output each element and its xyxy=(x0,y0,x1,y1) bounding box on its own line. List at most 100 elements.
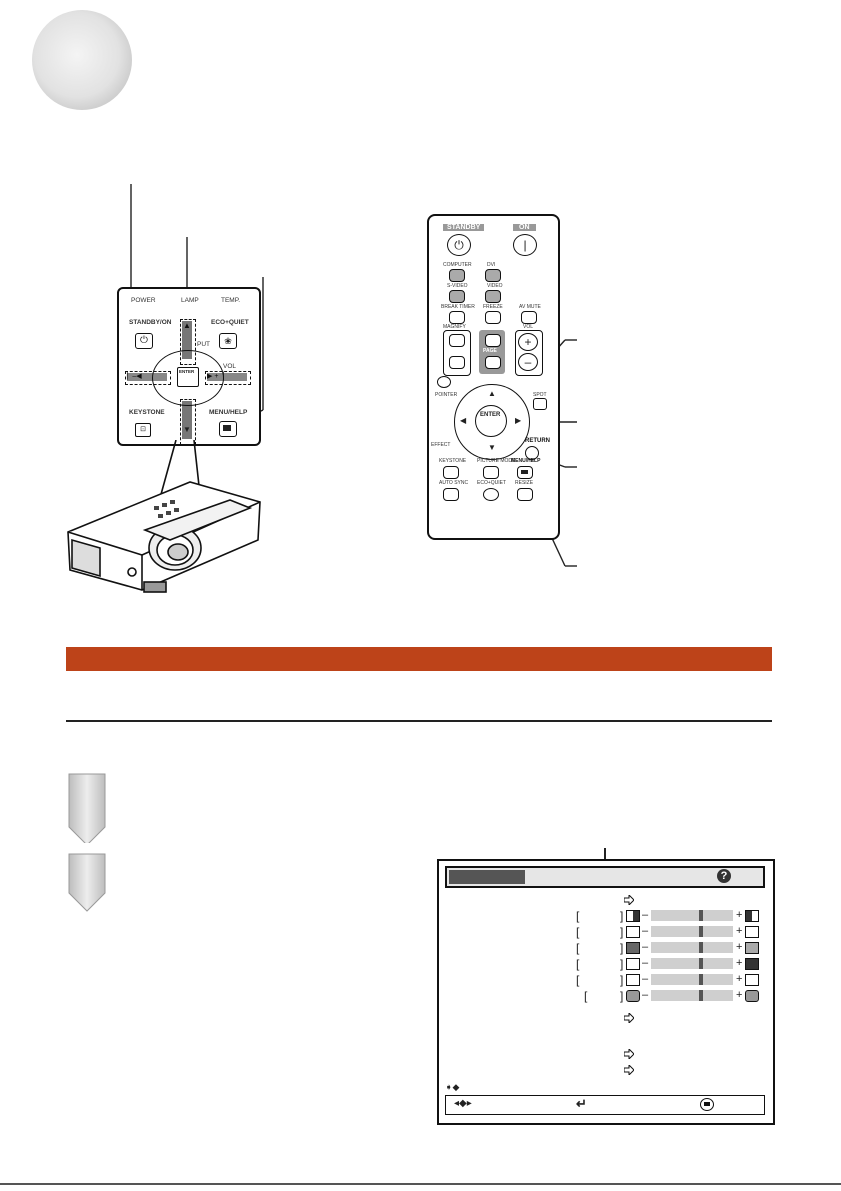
menu-help-button[interactable] xyxy=(219,421,237,437)
remote-svideo-label: S-VIDEO xyxy=(447,283,468,289)
contrast-high-icon xyxy=(745,910,759,922)
remote-menu-icon xyxy=(521,470,528,474)
slider-knob[interactable] xyxy=(699,910,704,921)
step-1-marker xyxy=(68,773,106,843)
dpad-circle xyxy=(152,350,224,406)
remote-enter-label: ENTER xyxy=(480,412,501,418)
menu-tab-bar: ? xyxy=(445,866,765,888)
slider-knob[interactable] xyxy=(699,926,704,937)
slider-knob[interactable] xyxy=(699,942,704,953)
value-bracket-open: [ xyxy=(584,989,588,1003)
decrease-sign: – xyxy=(642,973,649,985)
adjustment-slider[interactable] xyxy=(651,974,733,985)
sharpness-low-icon xyxy=(626,974,640,986)
remote-computer-button[interactable] xyxy=(449,269,465,282)
remote-control: STANDBY ON ⏻ | COMPUTER DVI S-VIDEO VIDE… xyxy=(427,214,560,540)
remote-freeze-button[interactable] xyxy=(485,311,501,324)
remote-dvi-button[interactable] xyxy=(485,269,501,282)
remote-keystone-button[interactable] xyxy=(443,466,459,479)
adjustment-row[interactable]: []–+ xyxy=(439,989,773,1003)
remote-page-down-button[interactable] xyxy=(485,356,501,369)
remote-standby-label: STANDBY xyxy=(443,224,485,231)
adjustment-row[interactable]: []–+ xyxy=(439,973,773,987)
remote-resize-label: RESIZE xyxy=(515,480,534,486)
value-bracket-close: ] xyxy=(620,925,624,939)
remote-spot-button[interactable] xyxy=(533,398,547,410)
remote-computer-label: COMPUTER xyxy=(443,262,472,268)
step-2-marker xyxy=(68,853,106,912)
down-arrow-icon: ▼ xyxy=(182,401,192,439)
remote-dpad[interactable]: ▲ ▼ ◀ ▶ ENTER xyxy=(454,384,530,460)
menu-tab-selected[interactable] xyxy=(449,870,525,884)
adjustment-slider[interactable] xyxy=(651,910,733,921)
decrease-sign: – xyxy=(642,941,649,953)
remote-keystone-label: KEYSTONE xyxy=(439,458,467,464)
adjustment-slider[interactable] xyxy=(651,942,733,953)
left-arrow-icon: ▏–◀ xyxy=(127,373,167,381)
menu-icon xyxy=(223,425,231,431)
adjustment-row[interactable]: []–+ xyxy=(439,957,773,971)
adjustment-row[interactable]: []–+ xyxy=(439,925,773,939)
remote-resize-button[interactable] xyxy=(517,488,533,501)
adjustment-slider[interactable] xyxy=(651,958,733,969)
remote-auto-sync-button[interactable] xyxy=(443,488,459,501)
remote-vol-down-button[interactable]: – xyxy=(518,353,538,371)
value-bracket-close: ] xyxy=(620,909,624,923)
on-screen-menu: ? []–+[]–+[]–+[]–+[]–+[]–+ ➧◆ ◂◆▸ ↵ xyxy=(437,859,775,1125)
tint-low-icon xyxy=(626,958,640,970)
value-bracket-open: [ xyxy=(576,941,580,955)
reset-icon: ➧◆ xyxy=(445,1082,460,1092)
adjustment-slider[interactable] xyxy=(651,926,733,937)
sharpness-high-icon xyxy=(745,974,759,986)
remote-effect-label: EFFECT xyxy=(431,442,451,448)
remote-picture-mode-button[interactable] xyxy=(483,466,499,479)
value-bracket-open: [ xyxy=(576,925,580,939)
slider-knob[interactable] xyxy=(699,990,704,1001)
remote-magnify-in-button[interactable] xyxy=(449,334,465,347)
remote-enter-button[interactable]: ENTER xyxy=(475,405,507,437)
power-indicator-label: POWER xyxy=(131,297,156,304)
remote-page-up-button[interactable] xyxy=(485,334,501,347)
remote-av-mute-button[interactable] xyxy=(521,311,537,324)
value-bracket-close: ] xyxy=(620,941,624,955)
section-divider xyxy=(66,720,772,722)
submenu-arrow-icon xyxy=(624,1013,634,1023)
remote-magnify-out-button[interactable] xyxy=(449,356,465,369)
remote-left-arrow-icon: ◀ xyxy=(460,416,467,425)
color-low-icon xyxy=(626,942,640,954)
adjustment-row[interactable]: []–+ xyxy=(439,941,773,955)
adjustment-slider[interactable] xyxy=(651,990,733,1001)
remote-undo-button[interactable] xyxy=(437,376,451,388)
remote-vol-up-button[interactable]: + xyxy=(518,333,538,351)
slider-knob[interactable] xyxy=(699,974,704,985)
brightness-low-icon xyxy=(626,926,640,938)
tint-high-icon xyxy=(745,958,759,970)
standby-on-button[interactable]: ⏻ xyxy=(135,333,153,349)
remote-menu-help-button[interactable] xyxy=(517,466,533,479)
decrease-sign: – xyxy=(642,909,649,921)
adjustment-row[interactable]: []–+ xyxy=(439,909,773,923)
remote-return-button[interactable] xyxy=(525,446,539,460)
decrease-sign: – xyxy=(642,957,649,969)
temp-indicator-label: TEMP. xyxy=(221,297,241,304)
value-bracket-close: ] xyxy=(620,989,624,1003)
menu-help-label: MENU/HELP xyxy=(209,409,248,416)
remote-svideo-button[interactable] xyxy=(449,290,465,303)
remote-dvi-label: DVI xyxy=(487,262,496,268)
increase-sign: + xyxy=(736,925,743,937)
remote-on-button[interactable]: | xyxy=(513,234,537,256)
remote-break-timer-button[interactable] xyxy=(449,311,465,324)
value-bracket-open: [ xyxy=(576,957,580,971)
remote-auto-sync-label: AUTO SYNC xyxy=(439,480,469,486)
remote-av-mute-label: AV MUTE xyxy=(519,304,541,310)
remote-pointer-label: POINTER xyxy=(435,392,458,398)
remote-video-button[interactable] xyxy=(485,290,501,303)
slider-knob[interactable] xyxy=(699,958,704,969)
remote-eco-quiet-button[interactable] xyxy=(483,488,499,501)
remote-standby-button[interactable]: ⏻ xyxy=(447,234,471,256)
enter-icon: ↵ xyxy=(576,1096,587,1111)
eco-quiet-button[interactable]: ❀ xyxy=(219,333,237,349)
keystone-button[interactable]: ⊡ xyxy=(135,423,151,437)
remote-magnify-label: MAGNIFY xyxy=(443,324,466,330)
remote-magnify-group xyxy=(443,330,471,376)
